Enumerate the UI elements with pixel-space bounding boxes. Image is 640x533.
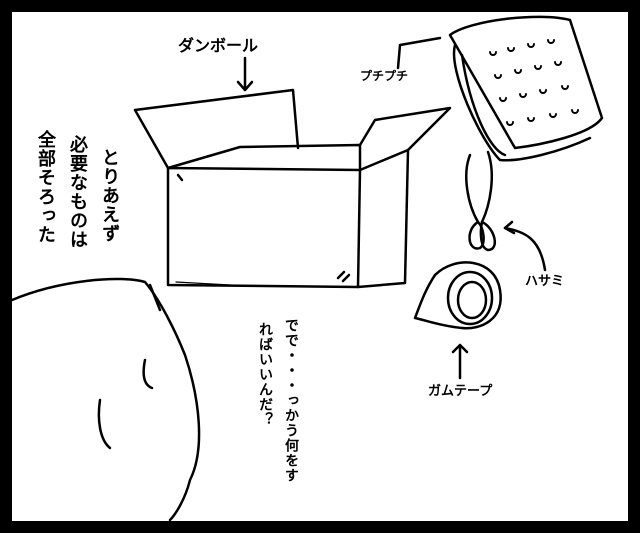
speech-line-1: でで・・・っかう何をす — [283, 318, 299, 483]
speech-line-2: ればいいんだ？ — [257, 322, 273, 427]
tape-label: ガムテープ — [428, 384, 493, 399]
character-drawing — [10, 277, 201, 522]
narration-line-3: 全部そろった — [35, 130, 56, 244]
bubble-wrap-drawing — [396, 15, 604, 162]
cardboard-box-drawing — [133, 88, 452, 289]
scissors-label: ハサミ — [525, 274, 565, 289]
narration-line-2: 必要なものは — [67, 135, 88, 249]
box-label: ダンボール — [178, 36, 259, 55]
bubble-wrap-pointer — [396, 36, 442, 70]
duct-tape-drawing — [413, 261, 502, 380]
bubble-wrap-label: プチプチ — [360, 69, 409, 83]
scissors-drawing — [465, 150, 547, 272]
narration-line-1: とりあえず — [99, 148, 120, 243]
box-arrow — [236, 56, 254, 92]
